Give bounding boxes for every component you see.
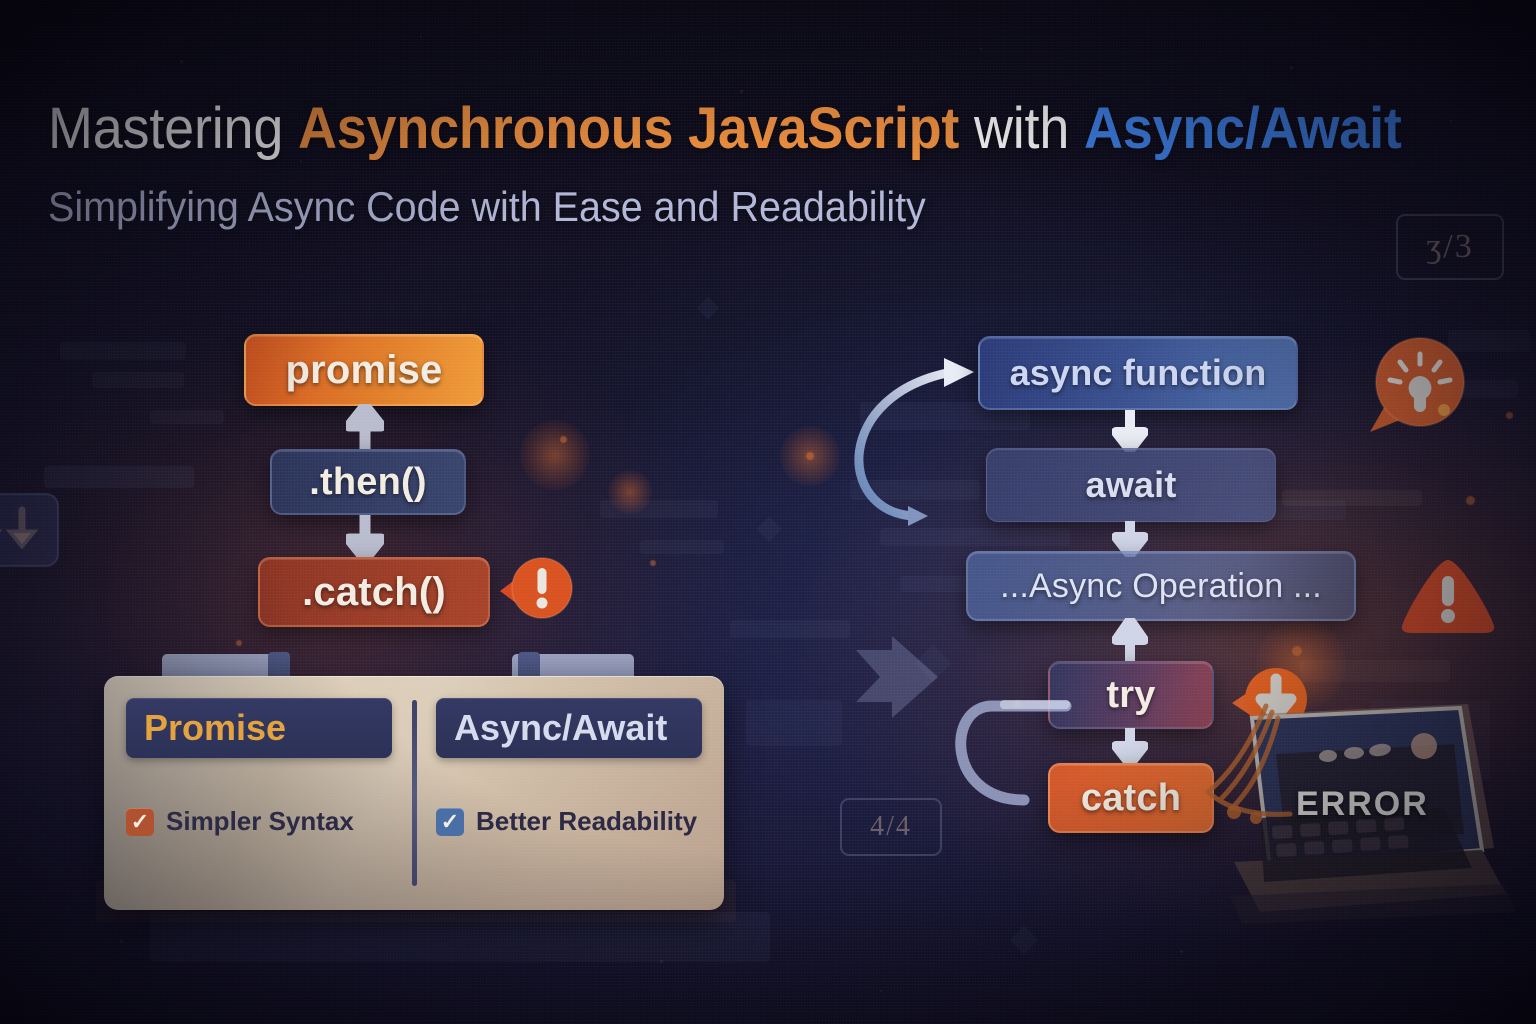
- lightbulb-idea-bubble-icon: [1356, 332, 1476, 442]
- title-part-plain-2: with: [959, 96, 1084, 161]
- comparison-card: Promise ✓ Simpler Syntax Async/Await ✓ B…: [104, 676, 724, 910]
- badge-top-right: ʒ/3: [1396, 214, 1504, 280]
- feature-label-promise: Simpler Syntax: [166, 806, 354, 836]
- laptop-error-text: ERROR: [1296, 785, 1429, 823]
- title-part-plain-1: Mastering: [48, 96, 298, 161]
- error-exclamation-bubble-icon: [500, 553, 574, 623]
- title-part-orange: Asynchronous JavaScript: [297, 96, 960, 161]
- node-catch[interactable]: .catch(): [258, 557, 490, 627]
- checkmark-icon-promise: ✓: [126, 807, 154, 836]
- title-part-blue: Async/Await: [1083, 96, 1402, 161]
- node-async-function[interactable]: async function: [978, 336, 1298, 410]
- feature-row-simpler-syntax: ✓ Simpler Syntax: [126, 806, 392, 837]
- feature-label-async: Better Readability: [476, 806, 698, 836]
- node-async-operation[interactable]: ...Async Operation ...: [966, 551, 1356, 621]
- down-arrows-panel-icon: [0, 492, 60, 568]
- header-block: Mastering Asynchronous JavaScript with A…: [48, 96, 1508, 232]
- column-title-async-await: Async/Await: [436, 698, 702, 758]
- card-column-promise: Promise ✓ Simpler Syntax: [104, 676, 414, 910]
- node-promise[interactable]: promise: [244, 334, 484, 406]
- checkmark-icon-async: ✓: [436, 807, 464, 836]
- node-try[interactable]: try: [1048, 661, 1214, 729]
- node-catch-block[interactable]: catch: [1048, 763, 1214, 833]
- page-subtitle: Simplifying Async Code with Ease and Rea…: [48, 183, 926, 230]
- page-title: Mastering Asynchronous JavaScript with A…: [48, 96, 1406, 162]
- badge-bottom-mid: 4/4: [840, 798, 942, 856]
- feature-row-better-readability: ✓ Better Readability: [436, 806, 702, 837]
- warning-triangle-icon: [1396, 556, 1500, 636]
- column-title-promise: Promise: [126, 698, 392, 758]
- chevron-right-icon: [840, 632, 946, 722]
- card-divider: [412, 700, 417, 886]
- node-await[interactable]: await: [986, 448, 1276, 522]
- node-then[interactable]: .then(): [270, 449, 466, 515]
- card-column-async-await: Async/Await ✓ Better Readability: [414, 676, 724, 910]
